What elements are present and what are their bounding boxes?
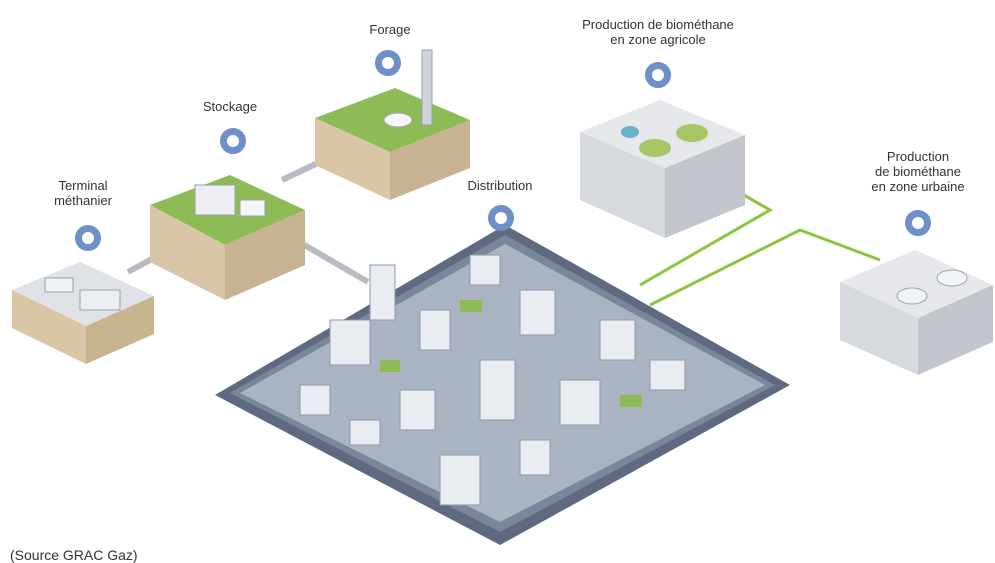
distribution-pin-icon — [488, 205, 514, 231]
distribution-city — [215, 225, 790, 545]
urbaine-pin-icon — [905, 210, 931, 236]
stockage-pin-icon — [220, 128, 246, 154]
stockage-label: Stockage — [202, 99, 258, 114]
terminal-pin-icon — [75, 225, 101, 251]
forage-pin-icon — [375, 50, 401, 76]
source-caption: (Source GRAC Gaz) — [10, 547, 138, 563]
biomethane-agricole-block — [580, 100, 745, 238]
distribution-label: Distribution — [467, 178, 533, 193]
terminal-label: Terminal méthanier — [54, 178, 112, 208]
forage-block — [315, 49, 470, 200]
urbaine-label: Production de biométhane en zone urbaine — [871, 149, 965, 194]
forage-label: Forage — [369, 22, 411, 37]
terminal-block — [12, 262, 154, 364]
agricole-pin-icon — [645, 62, 671, 88]
biomethane-urbaine-block — [840, 250, 993, 375]
agricole-label: Production de biométhane en zone agricol… — [582, 17, 734, 47]
stockage-block — [150, 175, 305, 300]
